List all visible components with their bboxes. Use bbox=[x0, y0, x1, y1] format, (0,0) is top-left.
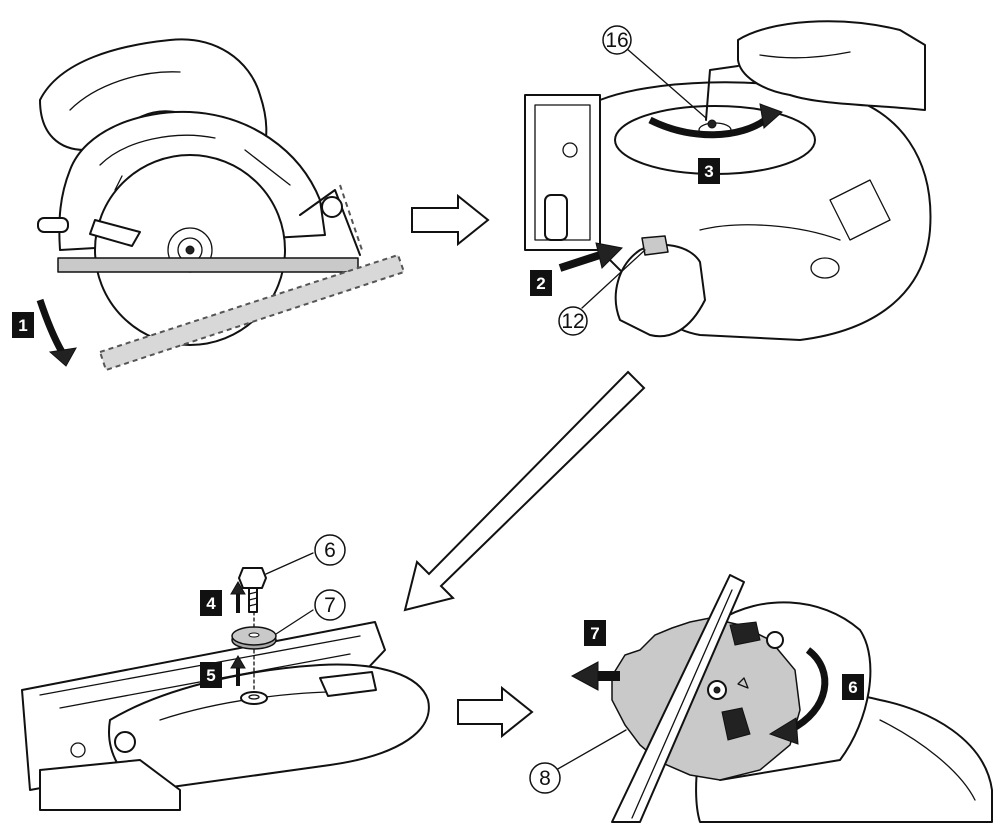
svg-text:1: 1 bbox=[18, 316, 27, 335]
flow-arrow-2-to-3 bbox=[403, 370, 646, 612]
svg-text:4: 4 bbox=[206, 594, 216, 613]
svg-text:16: 16 bbox=[605, 29, 628, 52]
hex-wrench bbox=[705, 65, 739, 121]
svg-text:5: 5 bbox=[206, 666, 215, 685]
step-badge-1: 1 bbox=[12, 312, 34, 338]
callout-16: 16 bbox=[602, 25, 707, 119]
bolt bbox=[238, 567, 267, 613]
panel-1-saw-side-view bbox=[36, 38, 406, 372]
step-badge-7: 7 bbox=[584, 620, 606, 646]
step-badge-4: 4 bbox=[200, 590, 222, 616]
svg-text:8: 8 bbox=[539, 767, 551, 790]
svg-text:7: 7 bbox=[590, 624, 599, 643]
hand-top bbox=[737, 20, 926, 111]
spindle-lock-button bbox=[641, 235, 669, 256]
loosen-rotation-arrow bbox=[648, 115, 771, 139]
hand-bottom bbox=[614, 243, 706, 338]
outer-flange bbox=[231, 626, 277, 650]
svg-text:12: 12 bbox=[561, 310, 584, 333]
svg-text:3: 3 bbox=[704, 162, 713, 181]
callout-8: 8 bbox=[529, 729, 627, 794]
guard-rotation-arrow bbox=[788, 647, 829, 734]
callout-7: 7 bbox=[275, 589, 346, 635]
flow-arrow-3-to-4 bbox=[457, 685, 534, 739]
callout-12: 12 bbox=[558, 249, 646, 336]
panel-4-remove-blade bbox=[570, 574, 993, 823]
step-badge-6: 6 bbox=[842, 674, 864, 700]
svg-text:7: 7 bbox=[324, 594, 336, 617]
rotate-down-arrow bbox=[36, 298, 66, 354]
svg-text:6: 6 bbox=[324, 539, 336, 562]
panel-3-remove-bolt-flange bbox=[21, 567, 430, 811]
base-plate bbox=[57, 257, 359, 273]
base-plate-rotated-dashed bbox=[98, 253, 406, 372]
flow-arrow-1-to-2 bbox=[411, 193, 490, 247]
svg-text:6: 6 bbox=[848, 678, 857, 697]
callout-6: 6 bbox=[265, 534, 346, 575]
step-badge-2: 2 bbox=[530, 270, 552, 296]
step-badge-3: 3 bbox=[698, 158, 720, 184]
svg-text:2: 2 bbox=[536, 274, 545, 293]
step-badge-5: 5 bbox=[200, 662, 222, 688]
panel-2-loosen-bolt bbox=[524, 20, 932, 341]
